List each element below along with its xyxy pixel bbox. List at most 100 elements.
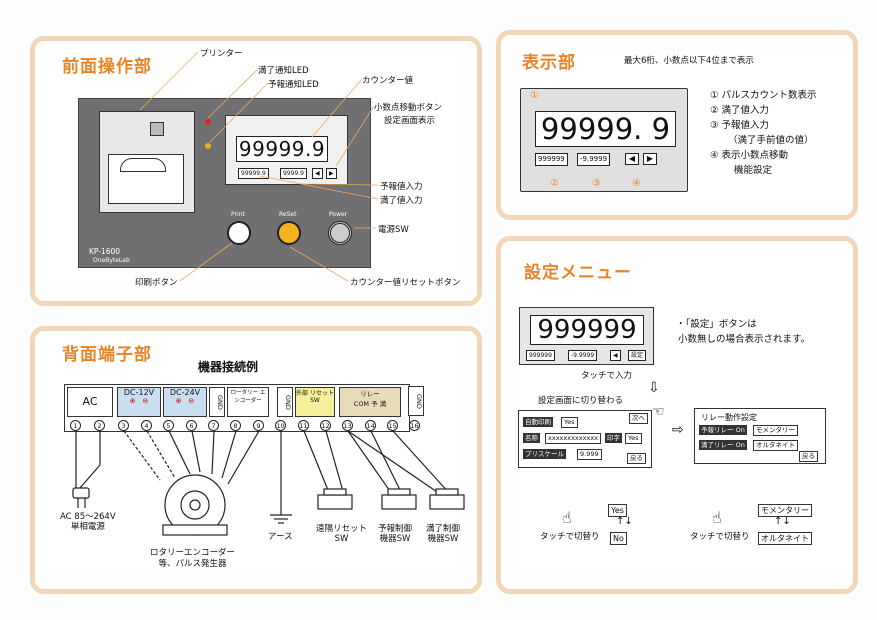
- terminal-num: 1: [70, 420, 81, 431]
- print-char-label: 印字: [605, 433, 622, 443]
- label-print-btn: 印刷ボタン: [135, 278, 178, 288]
- terminal-dc12: DC-12V ⊕ ⊖: [117, 387, 161, 417]
- relay-title: リレー動作設定: [701, 413, 757, 422]
- settings-title: 設定メニュー: [524, 263, 632, 283]
- dc12-polarity-icon: ⊕ ⊖: [129, 397, 149, 405]
- label-earth: アース: [268, 532, 293, 542]
- toggle-label-2: タッチで切替り: [690, 532, 750, 542]
- hand-icon-2: ☝: [712, 508, 722, 527]
- terminal-ext-reset: 外部 リセットSW: [295, 387, 335, 417]
- dc24-polarity-icon: ⊕ ⊖: [175, 397, 195, 405]
- auto-print-value[interactable]: Yes: [561, 417, 578, 428]
- warn-relay-on: On: [735, 426, 745, 434]
- display-item: ② 満了値入力: [710, 105, 770, 116]
- relay-screen: リレー動作設定 予報リレー On モメンタリー 満了リレー On オルタネイト …: [694, 408, 826, 464]
- full-relay-text: 満了リレー: [701, 441, 734, 449]
- front-mini-full[interactable]: 9999.9: [280, 168, 307, 179]
- terminal-num: 4: [141, 420, 152, 431]
- terminal-num: 8: [230, 420, 241, 431]
- dc24-label: DC-24V: [169, 388, 201, 397]
- switch-screen-label: 設定画面に切り替わる: [538, 396, 624, 406]
- label-ac-supply: AC 85〜264V 単相電源: [60, 512, 116, 532]
- auto-print-label: 自動印刷: [523, 417, 553, 427]
- front-left-arrow-icon[interactable]: ◀: [312, 168, 323, 179]
- label-full-input: 満了値入力: [380, 196, 423, 206]
- settings-screen-1: 自動印刷 Yes 次へ 名称 xxxxxxxxxxxxx 印字 Yes プリスケ…: [518, 410, 652, 468]
- label-decimal-btn: 小数点移動ボタン: [374, 103, 443, 113]
- display-item: ① パルスカウント数表示: [710, 90, 817, 101]
- relay-yo: 予: [371, 400, 378, 408]
- display-item: ③ 予報値入力: [710, 120, 770, 131]
- terminal-num: 14: [365, 420, 376, 431]
- terminal-gnd-2: GND: [277, 387, 293, 417]
- label-setting-screen: 設定画面表示: [384, 116, 436, 126]
- front-lcd: 99999.9 99999.9 9999.9 ◀ ▶: [225, 115, 348, 185]
- model-label: KP-1600: [89, 247, 121, 256]
- display-item: ④ 表示小数点移動: [710, 150, 789, 161]
- maker-label: OneByteLab: [93, 257, 130, 264]
- settings-set-button[interactable]: 設定: [628, 350, 647, 361]
- mark-1: ①: [530, 90, 539, 101]
- label-counter-value: カウンター値: [362, 76, 414, 86]
- device-front: 99999.9 99999.9 9999.9 ◀ ▶ Print ReSet P…: [78, 98, 371, 268]
- label-warn-sw: 予報制御 機器SW: [378, 524, 413, 544]
- prescale-field[interactable]: 9.999: [577, 449, 602, 460]
- back-button[interactable]: 戻る: [627, 453, 646, 464]
- label-full-sw: 満了制御 機器SW: [426, 524, 461, 544]
- next-button[interactable]: 次へ: [629, 413, 648, 424]
- warn-relay-mode[interactable]: モメンタリー: [753, 425, 798, 436]
- name-field[interactable]: xxxxxxxxxxxxx: [545, 433, 602, 444]
- toggle-yes[interactable]: Yes: [608, 504, 627, 517]
- label-warn-input: 予報値入力: [380, 182, 423, 192]
- settings-left-arrow-icon[interactable]: ◀: [610, 350, 621, 361]
- reset-button[interactable]: [277, 221, 301, 245]
- toggle-label-1: タッチで切替り: [540, 532, 600, 542]
- settings-note-1: ・「設定」ボタンは: [676, 319, 757, 330]
- terminal-num: 5: [163, 420, 174, 431]
- full-relay-label: 満了リレー On: [699, 440, 747, 450]
- toggle-momentary[interactable]: モメンタリー: [758, 504, 812, 517]
- printer-knob: [150, 122, 164, 136]
- toggle-no[interactable]: No: [610, 532, 627, 545]
- paper-slot: [120, 158, 166, 172]
- warn-relay-label: 予報リレー On: [699, 425, 747, 435]
- settings-mini-1[interactable]: 999999: [526, 350, 555, 361]
- label-reset-btn: カウンター値リセットボタン: [350, 278, 461, 288]
- relay-terminal-labels: COM 予 満: [340, 398, 400, 408]
- led-warn-icon: [205, 143, 211, 149]
- terminal-num: 6: [186, 420, 197, 431]
- display-mini-1[interactable]: 999999: [535, 153, 568, 166]
- terminal-num: 3: [118, 420, 129, 431]
- terminal-num: 16: [409, 420, 420, 431]
- dc12-label: DC-12V: [123, 388, 155, 397]
- terminal-num: 13: [342, 420, 353, 431]
- relay-com: COM: [353, 400, 370, 408]
- label-led-full: 満了通知LED: [258, 66, 309, 76]
- relay-back-button[interactable]: 戻る: [799, 451, 818, 462]
- print-button[interactable]: [227, 221, 251, 245]
- toggle-arrows-icon-2: ↑↓: [774, 516, 791, 527]
- led-full-icon: [205, 119, 211, 125]
- print-char-value[interactable]: Yes: [625, 433, 642, 444]
- label-power-sw: 電源SW: [378, 225, 409, 235]
- front-right-arrow-icon[interactable]: ▶: [326, 168, 337, 179]
- full-relay-mode[interactable]: オルタネイト: [753, 440, 798, 451]
- settings-mini-2[interactable]: -9.9999: [568, 350, 598, 361]
- paper-outlet: [108, 154, 184, 204]
- display-items: ① パルスカウント数表示 ② 満了値入力 ③ 予報値入力 （満了手前値の値） ④…: [710, 88, 817, 178]
- label-led-warn: 予報通知LED: [268, 80, 319, 90]
- display-mini-2[interactable]: -9.9999: [577, 153, 611, 166]
- power-switch[interactable]: [328, 221, 352, 245]
- printer-unit: [99, 111, 195, 213]
- display-right-arrow-icon[interactable]: ▶: [643, 153, 657, 165]
- display-item: （満了手前値の値）: [728, 135, 814, 146]
- btn-power-caption: Power: [329, 211, 348, 218]
- display-left-arrow-icon[interactable]: ◀: [625, 153, 639, 165]
- right-arrow-icon: ⇨: [672, 422, 684, 438]
- toggle-alternate[interactable]: オルタネイト: [758, 532, 812, 545]
- terminal-num: 11: [298, 420, 309, 431]
- front-mini-warn[interactable]: 99999.9: [238, 168, 269, 179]
- mark-4: ④: [632, 178, 641, 189]
- terminal-dc24: DC-24V ⊕ ⊖: [163, 387, 207, 417]
- settings-note-2: 小数無しの場合表示されます。: [678, 334, 811, 345]
